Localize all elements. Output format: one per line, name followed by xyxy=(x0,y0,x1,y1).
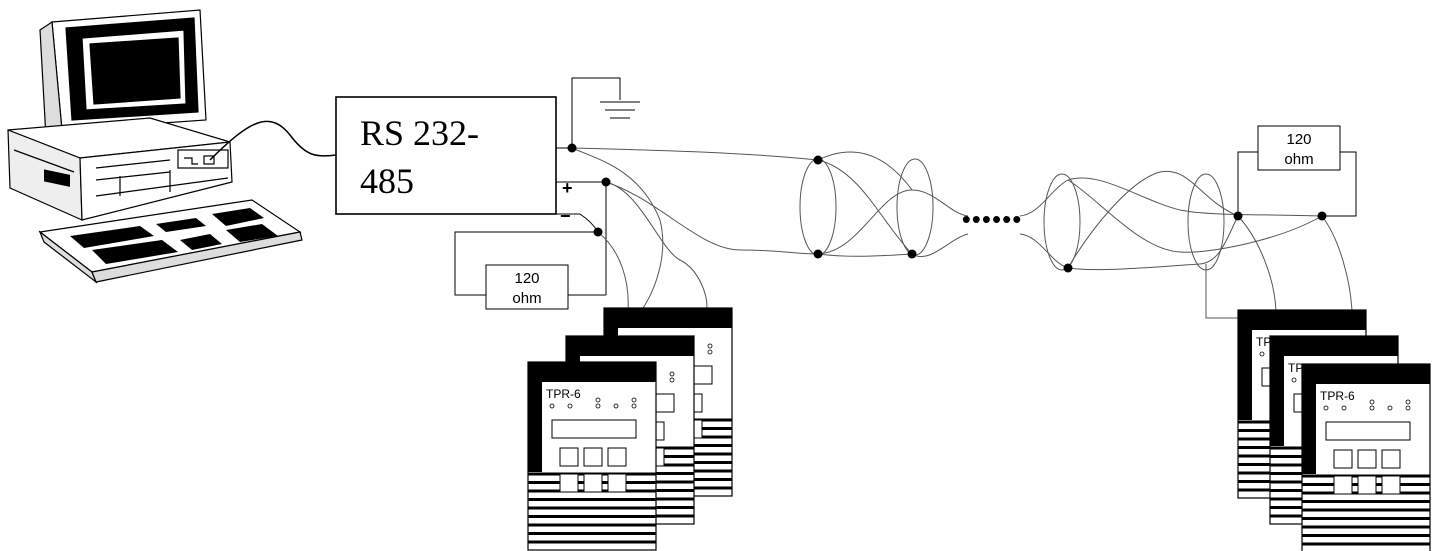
resistor-right-unit: ohm xyxy=(1284,151,1313,168)
resistor-left-unit: ohm xyxy=(512,290,541,307)
resistor-left-value: 120 xyxy=(514,270,539,287)
rs232-485-converter: RS 232- 485 + − xyxy=(335,96,573,226)
minus-terminal-label: − xyxy=(560,206,571,226)
device-label: TPR-6 xyxy=(546,387,581,401)
device-label: TPR-6 xyxy=(1320,389,1355,403)
converter-wires xyxy=(454,147,607,296)
junction-dots xyxy=(567,143,1327,273)
system-unit xyxy=(7,117,233,221)
continuation-dots: •••••• xyxy=(962,204,1023,234)
device-unit: TPR-6 xyxy=(527,361,657,551)
converter-label-line1: RS 232- xyxy=(360,113,479,153)
plus-terminal-label: + xyxy=(562,178,573,198)
device-unit: TPR-6 xyxy=(1301,363,1431,551)
resistor-right-group xyxy=(1237,151,1357,217)
serial-cable xyxy=(209,120,337,161)
ground-symbol xyxy=(571,77,640,148)
keyboard xyxy=(38,199,303,284)
bus-twisted-pair xyxy=(571,147,1353,319)
computer xyxy=(7,9,303,284)
resistor-right: 120 ohm xyxy=(1257,125,1341,171)
twist-loops xyxy=(799,158,1225,271)
resistor-left: 120 ohm xyxy=(485,264,569,310)
converter-label-line2: 485 xyxy=(360,161,414,201)
resistor-right-value: 120 xyxy=(1286,131,1311,148)
